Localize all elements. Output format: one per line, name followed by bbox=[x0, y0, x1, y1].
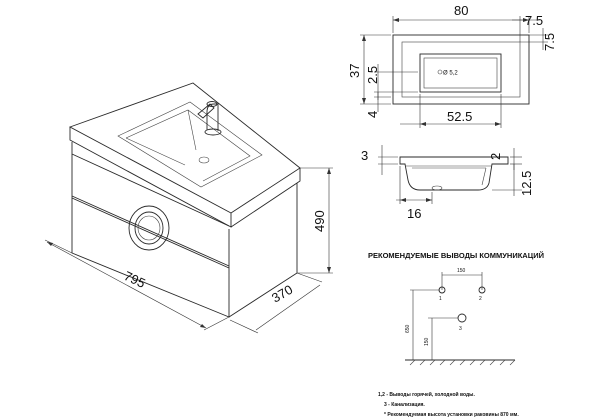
hole-label: Ø 5,2 bbox=[443, 71, 458, 77]
rim-label: 2 bbox=[488, 153, 503, 160]
outlet-1-label: 1 bbox=[439, 296, 442, 302]
front-offset-label: 4 bbox=[365, 111, 380, 118]
overall-depth-label: 37 bbox=[347, 64, 362, 78]
outlets-scheme: РЕКОМЕНДУЕМЫЕ ВЫВОДЫ КОММУНИКАЦИЙ 150 1 … bbox=[368, 251, 544, 418]
outlet-2-label: 2 bbox=[479, 296, 482, 302]
outlet-2 bbox=[478, 286, 486, 294]
height-label: 490 bbox=[312, 210, 327, 232]
note-1: 1,2 - Выводы горячей, холодной воды. bbox=[378, 391, 475, 398]
outlets-heading: РЕКОМЕНДУЕМЫЕ ВЫВОДЫ КОММУНИКАЦИЙ bbox=[368, 251, 544, 260]
right-offset-label: 7.5 bbox=[525, 13, 543, 28]
top-view: Ø 5,2 80 7.5 7.5 37 2.5 4 bbox=[347, 3, 557, 128]
basin-outline bbox=[392, 34, 530, 105]
basin-opening bbox=[117, 101, 263, 188]
tap-hole bbox=[437, 69, 443, 75]
round-handle bbox=[128, 205, 170, 251]
section-view: 3 2 12.5 16 bbox=[361, 145, 534, 221]
spacing-label: 150 bbox=[457, 268, 466, 274]
overhang-label: 16 bbox=[407, 206, 421, 221]
top-offset-label: 7.5 bbox=[542, 33, 557, 51]
top-thickness-label: 3 bbox=[361, 148, 368, 163]
overall-width-label: 80 bbox=[454, 3, 468, 18]
note-3: * Рекомендуемая высота установки раковин… bbox=[384, 412, 519, 418]
bowl-width-label: 52.5 bbox=[447, 109, 472, 124]
height-dimension: 490 bbox=[297, 167, 333, 274]
outlet-3-label: 3 bbox=[459, 326, 462, 332]
outlet-3 bbox=[457, 313, 467, 323]
height-main-label: 650 bbox=[405, 324, 411, 333]
depth-label: 370 bbox=[269, 282, 295, 306]
hole-offset-label: 2.5 bbox=[365, 66, 380, 84]
bowl-depth-label: 12.5 bbox=[519, 171, 534, 196]
basin-section bbox=[399, 156, 509, 191]
floor-hatch bbox=[405, 359, 516, 366]
bowl-outline bbox=[419, 53, 502, 93]
depth-dimension: 370 bbox=[229, 272, 323, 334]
drain-hole bbox=[198, 156, 210, 164]
cabinet-isometric: 795 370 490 bbox=[44, 82, 333, 334]
height-drain-label: 150 bbox=[424, 337, 430, 346]
countertop-top bbox=[68, 82, 301, 214]
width-label: 795 bbox=[122, 268, 148, 291]
note-2: 3 - Канализация. bbox=[384, 402, 425, 408]
faucet-icon bbox=[197, 101, 222, 136]
